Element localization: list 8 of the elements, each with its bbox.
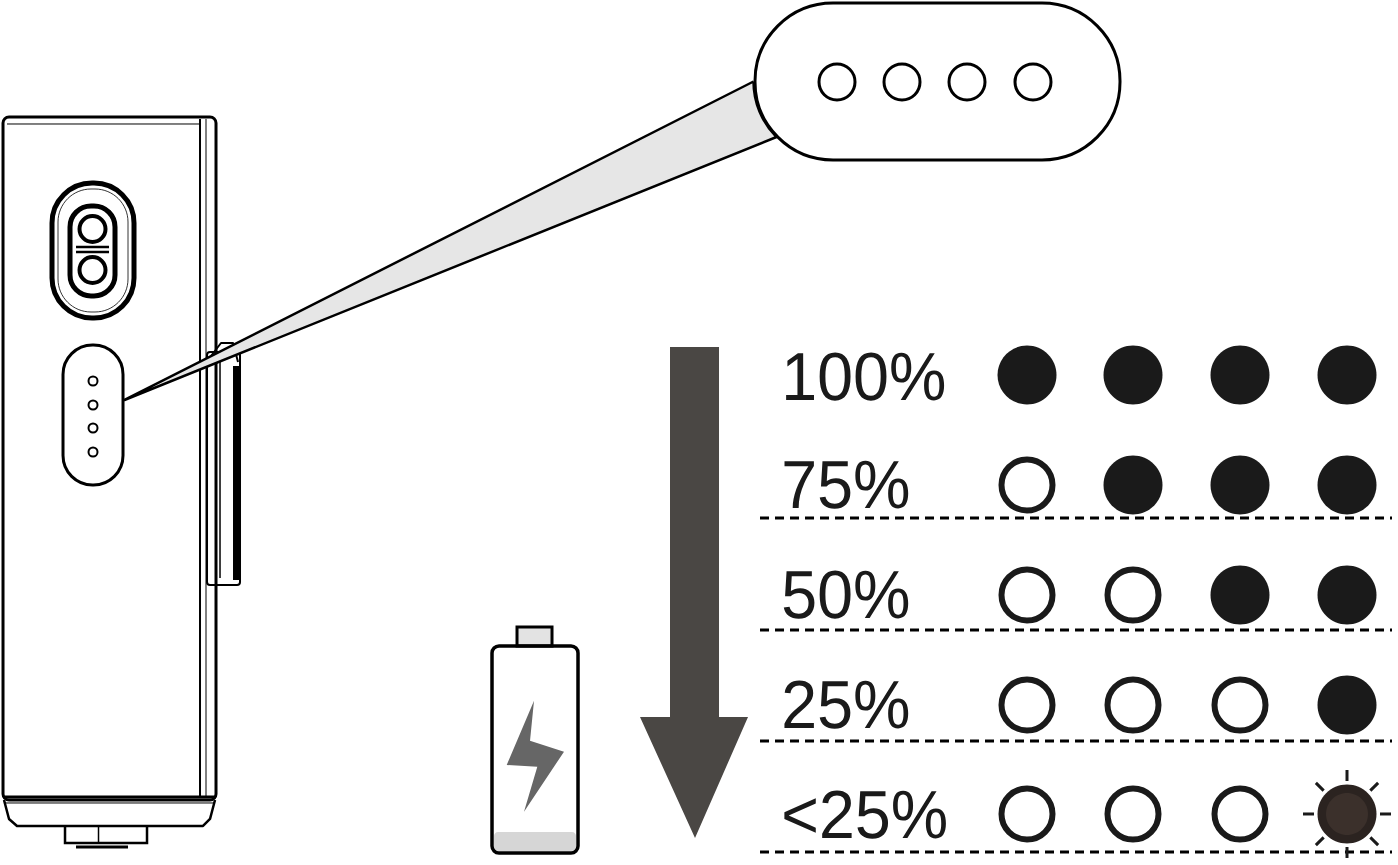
callout-wedge <box>123 80 778 402</box>
level-label: 100% <box>786 352 945 401</box>
led-panel <box>61 343 125 487</box>
level-label: <25% <box>784 790 946 839</box>
level-label: 25% <box>784 680 909 729</box>
level-label: 75% <box>784 460 909 509</box>
magnified-led-panel <box>753 1 1122 162</box>
level-label: 50% <box>783 570 909 619</box>
